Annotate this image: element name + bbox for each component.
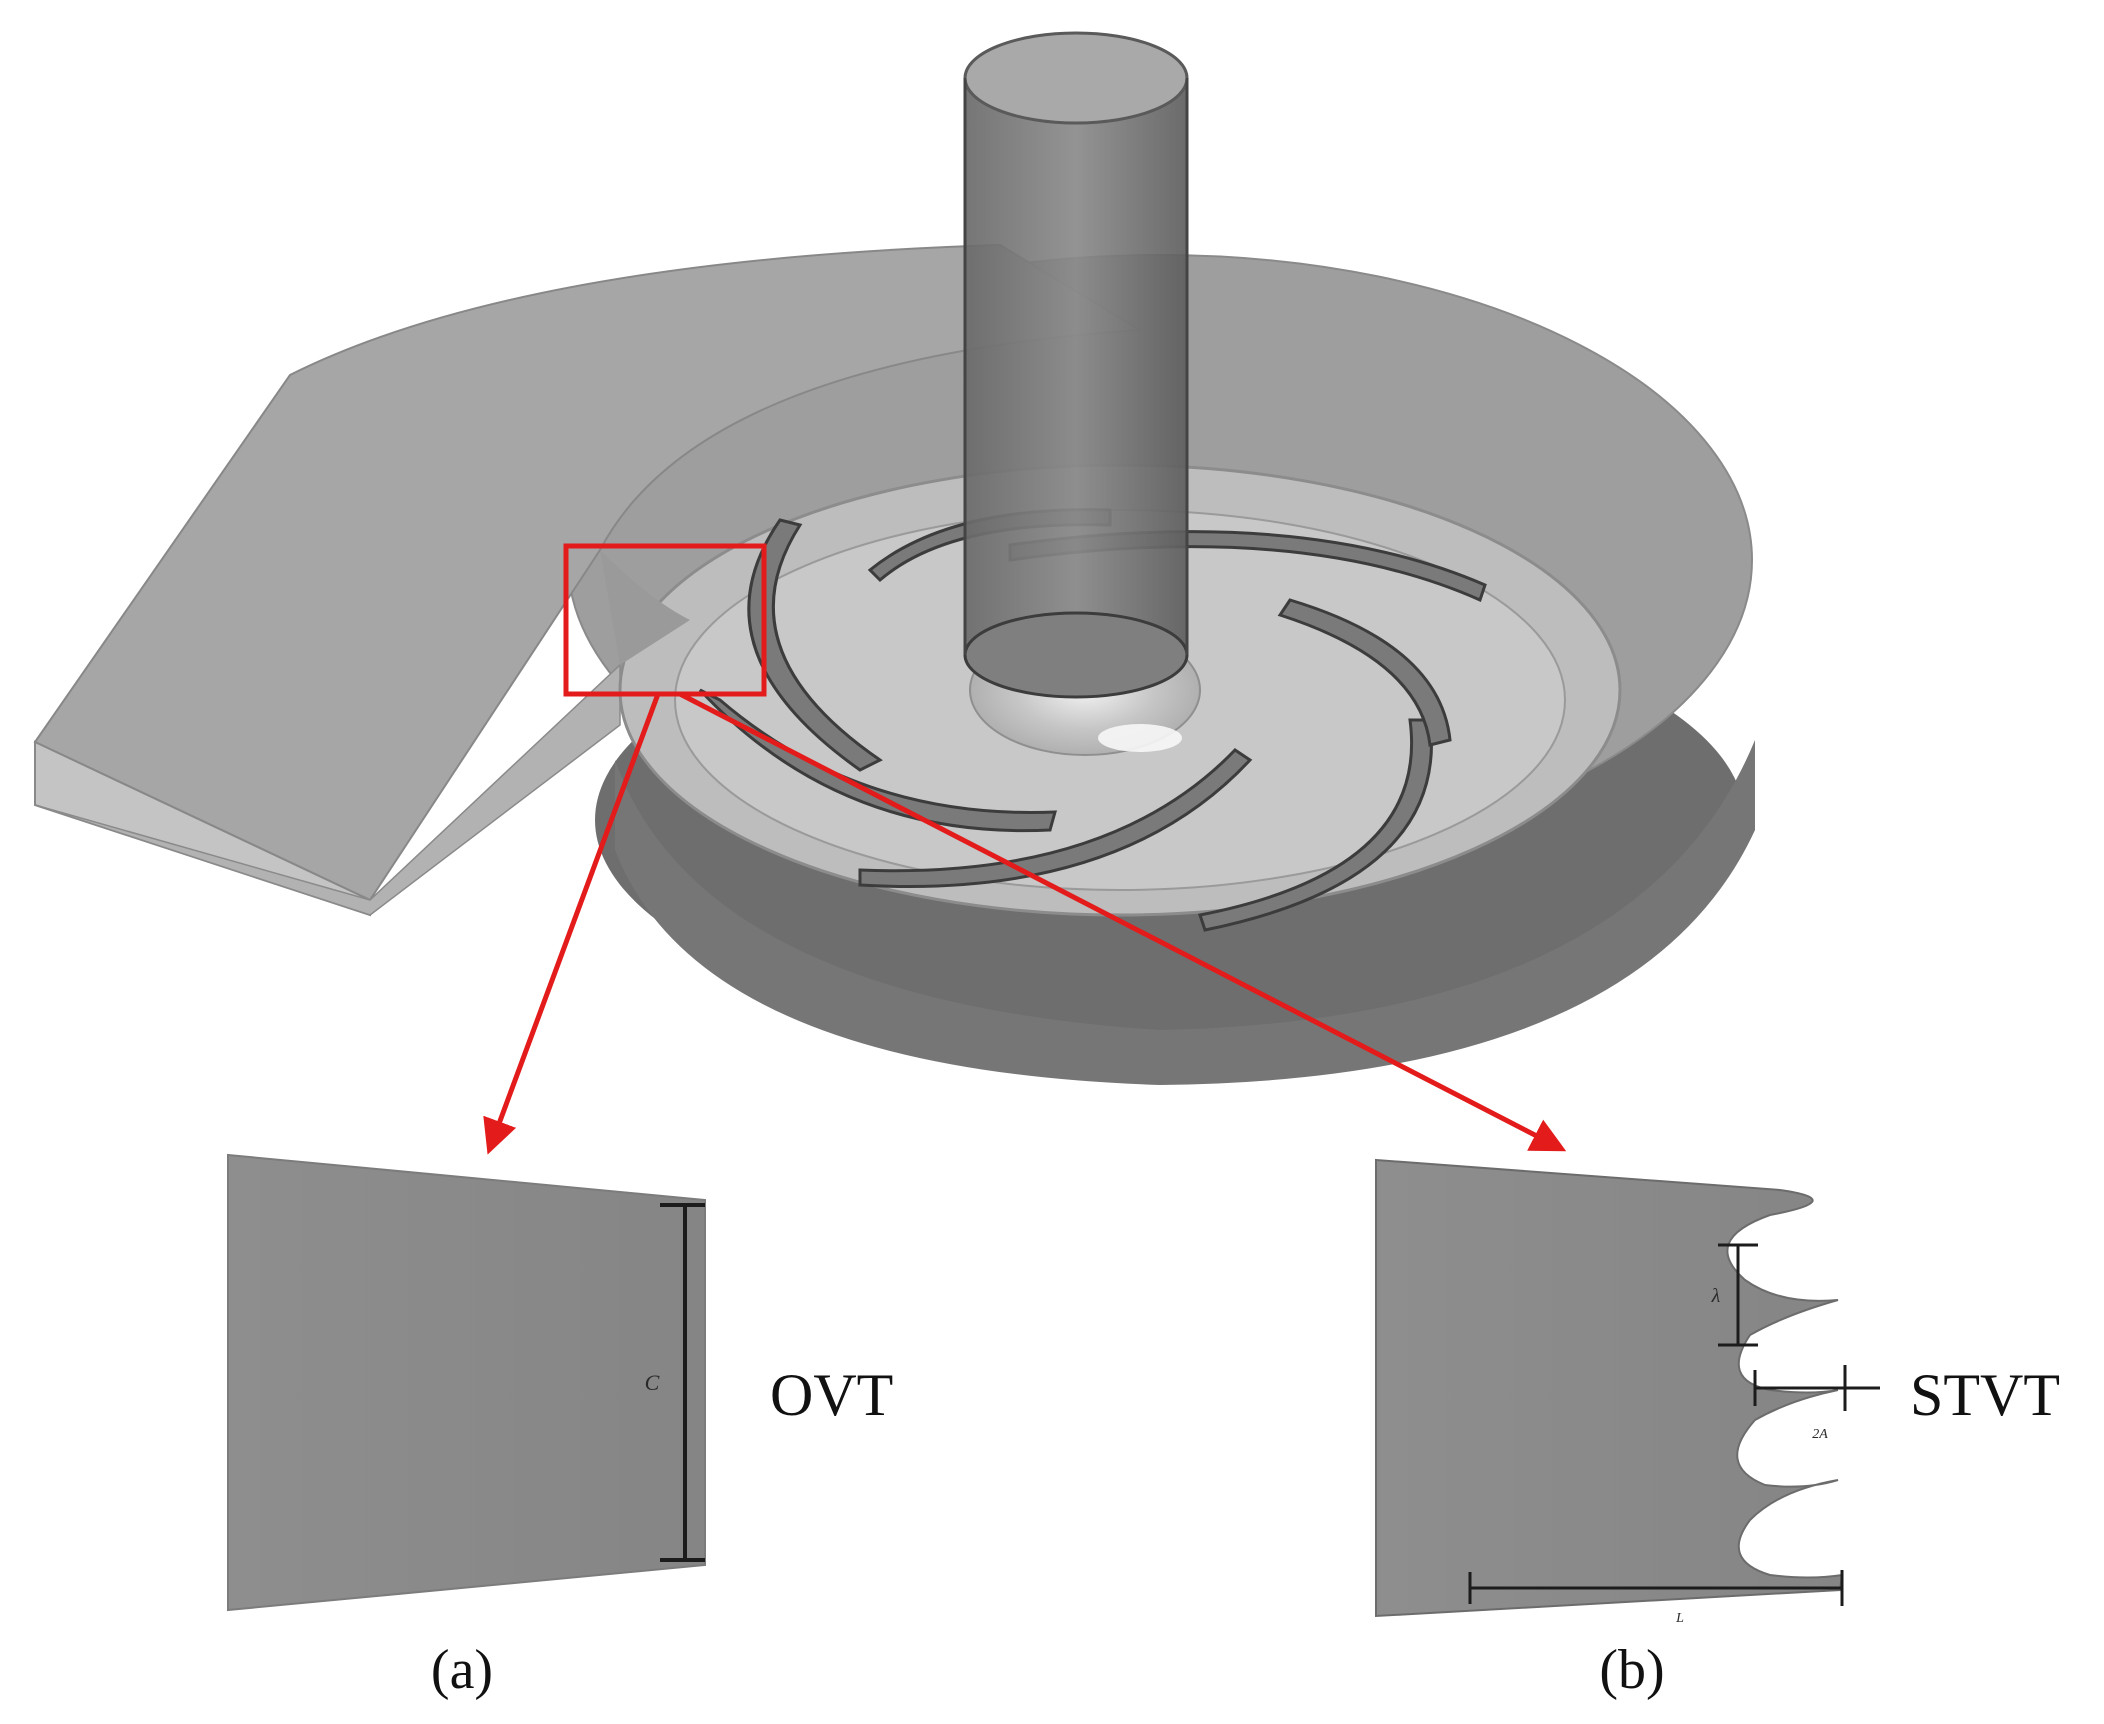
blade-1 [747, 518, 883, 772]
stvt-label: STVT [1910, 1362, 2060, 1428]
blade-4 [1198, 718, 1433, 932]
stvt-dimension-l: L [1675, 1611, 1684, 1626]
tongue-highlight-box [563, 543, 767, 697]
caption-b: (b) [1599, 1639, 1664, 1701]
volute-casing [33, 243, 1755, 1085]
stvt-panel: λ 2A L [1375, 1158, 1880, 1626]
ovt-panel: C [227, 1153, 706, 1612]
impeller-blades [698, 508, 1487, 932]
inlet-pipe-bottom [963, 611, 1189, 699]
stvt-dimension-lambda: λ [1711, 1285, 1721, 1307]
inlet-pipe-body [965, 75, 1187, 655]
arrow-to-ovt [483, 693, 661, 1155]
volute-tongue [600, 550, 690, 665]
inlet-pipe [963, 31, 1189, 699]
ovt-dimension-c: C [645, 1370, 660, 1395]
blade-5 [1277, 598, 1452, 747]
stvt-dimension-2a: 2A [1812, 1427, 1828, 1442]
caption-a: (a) [431, 1639, 493, 1701]
blade-3 [858, 748, 1253, 888]
hub-highlight [1098, 724, 1182, 752]
ovt-tongue-shape [227, 1153, 706, 1612]
ovt-label: OVT [770, 1362, 893, 1428]
casing-side-band [615, 740, 1755, 1085]
stvt-tongue-shape [1375, 1158, 1844, 1618]
arrow-to-stvt [678, 691, 1567, 1152]
inlet-pipe-top [963, 31, 1189, 125]
